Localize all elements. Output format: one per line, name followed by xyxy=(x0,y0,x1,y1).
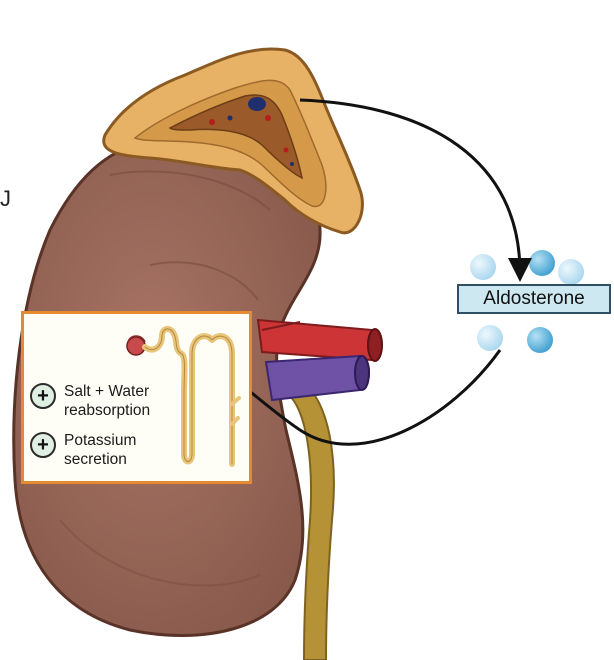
edge-letter: J xyxy=(0,186,11,211)
adrenal-vessel xyxy=(209,119,215,125)
effect-salt-water: + Salt + Water reabsorption xyxy=(30,382,150,420)
glomerulus-capsule xyxy=(127,335,146,343)
aldosterone-label: Aldosterone xyxy=(457,284,611,314)
plus-icon: + xyxy=(30,383,56,409)
renal-vein xyxy=(264,354,370,402)
ureter xyxy=(286,378,335,660)
effect-label: Salt + Water reabsorption xyxy=(64,383,151,419)
kidney-shading xyxy=(59,519,261,587)
effect-potassium: + Potassium secretion xyxy=(30,431,136,469)
molecule xyxy=(558,259,584,285)
secretion-arrow xyxy=(299,98,532,282)
kidney-shading xyxy=(109,170,271,211)
renal-vein-opening xyxy=(354,355,370,391)
molecule xyxy=(529,250,555,276)
nephron-illustration xyxy=(126,326,241,467)
nephron-panel: + Salt + Water reabsorption + Potassium … xyxy=(21,311,252,484)
molecule xyxy=(527,327,553,353)
plus-icon: + xyxy=(30,432,56,458)
adrenal-vessel xyxy=(283,147,289,153)
kidney-shading xyxy=(149,261,259,301)
molecule xyxy=(477,325,503,351)
adrenal-vessel xyxy=(248,97,266,111)
renal-artery-branch xyxy=(261,321,301,331)
adrenal-vessel xyxy=(227,115,233,121)
adrenal-vessel xyxy=(265,115,271,121)
nephron-tubule xyxy=(142,326,235,467)
effect-label: Potassium secretion xyxy=(64,432,137,468)
renal-artery-opening xyxy=(367,328,383,362)
nephron-tubule-outline xyxy=(144,328,233,465)
adrenal-vessel xyxy=(290,162,294,166)
molecule xyxy=(470,254,496,280)
collecting-duct-branch xyxy=(230,396,241,426)
